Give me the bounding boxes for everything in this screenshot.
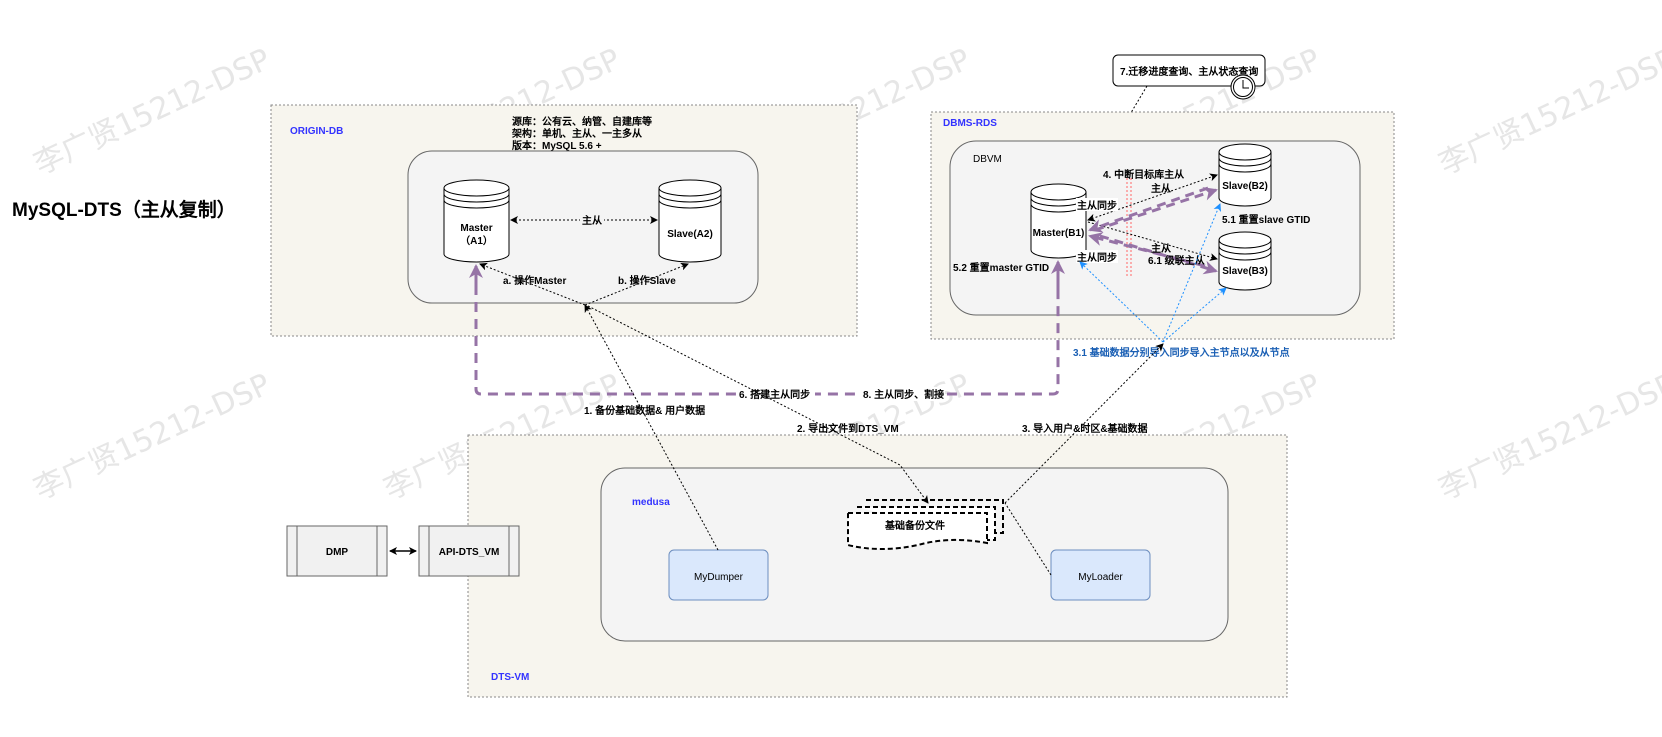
b2-replication-label: 主从 [1151,182,1171,195]
a1-a2-replication-label: 主从 [582,214,602,227]
monitor-label: 7.迁移进度查询、主从状态查询 [1120,65,1258,78]
monitor-callout[interactable]: 7.迁移进度查询、主从状态查询 [1112,54,1266,100]
step1-backup-arrow [584,304,719,551]
watermark: 李广贤15212-DSP [1434,367,1662,507]
slave-b2-label: Slave(B2) [1222,181,1268,192]
dbms-rds-zone: DBMS-RDS DBVM Master(B1) Slave(B2) Slave… [930,111,1395,340]
master-a1-label: Master [460,223,492,234]
origin-db-label: ORIGIN-DB [290,126,343,137]
myloader-label: MyLoader [1078,572,1123,583]
b3-replication-label: 主从 [1151,242,1171,255]
medusa-label: medusa [632,497,670,508]
step4-label: 4. 中断目标库主从 [1103,168,1184,181]
master-a1-sublabel: （A1） [460,234,493,247]
b1-b2-purple-arrow [1094,187,1218,232]
b1-b2-replication-arrow [1087,173,1218,222]
master-b1-db[interactable]: Master(B1) [1030,183,1087,259]
dts-vm-zone: DTS-VM medusa MyDumper MyLoader 基础备份文件 [467,434,1288,698]
import-to-b1-arrow [1079,261,1164,343]
step2-label: 2. 导出文件到DTS_VM [797,422,899,435]
diagram-title: MySQL-DTS（主从复制） [12,198,236,221]
watermark: 李广贤15212-DSP [29,42,276,182]
step3-label: 3. 导入用户&时区&基础数据 [1022,422,1148,435]
step1-label: 1. 备份基础数据& 用户数据 [584,404,705,417]
clock-icon [1230,74,1256,100]
dbms-rds-label: DBMS-RDS [943,118,997,129]
slave-a2-label: Slave(A2) [667,229,713,240]
mydumper-box[interactable]: MyDumper [668,549,769,601]
step51-label: 5.1 重置slave GTID [1222,213,1310,226]
slave-b3-db[interactable]: Slave(B3) [1218,231,1272,291]
mydumper-label: MyDumper [694,572,744,583]
import-distribution-arrows [1079,203,1227,343]
operate-master-arrow [479,262,586,306]
step31-label: 3.1 基础数据分别导入同步导入主节点以及从节点 [1073,346,1290,359]
operate-master-label: a. 操作Master [503,274,566,287]
api-dts-vm-label: API-DTS_VM [439,547,500,558]
master-a1-db[interactable]: Master （A1） [443,179,510,263]
import-to-b3-arrow [1162,287,1227,343]
b2-b1-purple-arrow [1088,186,1209,233]
operate-slave-label: b. 操作Slave [618,274,676,287]
step52-label: 5.2 重置master GTID [953,261,1049,274]
backup-files-label: 基础备份文件 [884,519,945,532]
api-dts-vm-box[interactable]: API-DTS_VM [418,525,520,577]
slave-a2-db[interactable]: Slave(A2) [658,179,722,263]
b3-b1-purple-arrow [1088,232,1206,268]
step61-label: 6.1 级联主从 [1148,254,1205,267]
step6-label: 6. 搭建主从同步 [739,388,810,401]
backup-files-shape[interactable]: 基础备份文件 [847,499,1004,550]
dmp-label: DMP [326,547,349,558]
myloader-box[interactable]: MyLoader [1050,549,1151,601]
source-note-1: 源库：公有云、纳管、自建库等 [512,115,652,128]
dbvm-inner [949,140,1361,316]
source-note-2: 架构：单机、主从、一主多从 [511,127,642,140]
sync-top-label: 主从同步 [1077,199,1117,212]
dmp-box[interactable]: DMP [286,525,388,577]
import-to-b2-arrow [1162,203,1222,343]
dbvm-label: DBVM [973,154,1002,165]
master-b1-label: Master(B1) [1033,228,1085,239]
source-note-3: 版本：MySQL 5.6 + [512,139,602,152]
slave-b2-db[interactable]: Slave(B2) [1218,143,1272,207]
slave-b3-label: Slave(B3) [1222,266,1268,277]
dts-vm-label: DTS-VM [491,672,529,683]
step8-label: 8. 主从同步、割接 [863,388,944,401]
sync-bottom-label: 主从同步 [1077,251,1117,264]
step3-import-arrow [1004,343,1164,504]
origin-db-zone: ORIGIN-DB 源库：公有云、纳管、自建库等 架构：单机、主从、一主多从 版… [270,104,858,337]
step2-export-arrow [587,305,929,504]
watermark: 李广贤15212-DSP [29,367,276,507]
watermark: 李广贤15212-DSP [1434,42,1662,182]
operate-slave-arrow [584,262,689,306]
